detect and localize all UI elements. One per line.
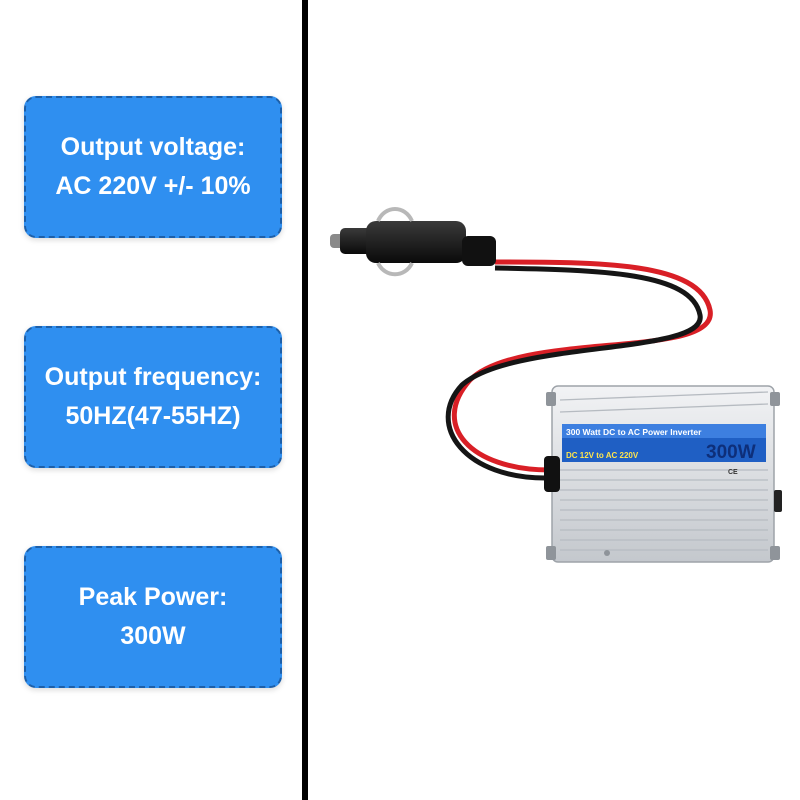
black-wire xyxy=(445,265,703,481)
spec-value: 300W xyxy=(120,622,186,650)
spec-label: Output frequency: xyxy=(44,363,262,392)
spec-card-output-frequency: Output frequency: 50HZ(47-55HZ) xyxy=(24,326,282,468)
inverter-subtitle: DC 12V to AC 220V xyxy=(566,451,639,460)
spec-card-peak-power: Peak Power: 300W xyxy=(24,546,282,688)
spec-value: AC 220V +/- 10% xyxy=(55,172,251,200)
inverter-wattage: 300W xyxy=(706,442,756,463)
spec-label: Output voltage: xyxy=(60,133,246,162)
vertical-divider xyxy=(302,0,308,800)
spec-value: 50HZ(47-55HZ) xyxy=(65,402,241,430)
power-inverter-image: 300 Watt DC to AC Power Inverter DC 12V … xyxy=(330,207,782,563)
lighter-plug xyxy=(330,207,496,277)
spec-card-output-voltage: Output voltage: AC 220V +/- 10% xyxy=(24,96,282,238)
inverter-body xyxy=(544,385,782,563)
inverter-title: 300 Watt DC to AC Power Inverter xyxy=(566,427,702,437)
spec-label: Peak Power: xyxy=(78,583,228,612)
certification-marks: CE xyxy=(728,469,738,476)
